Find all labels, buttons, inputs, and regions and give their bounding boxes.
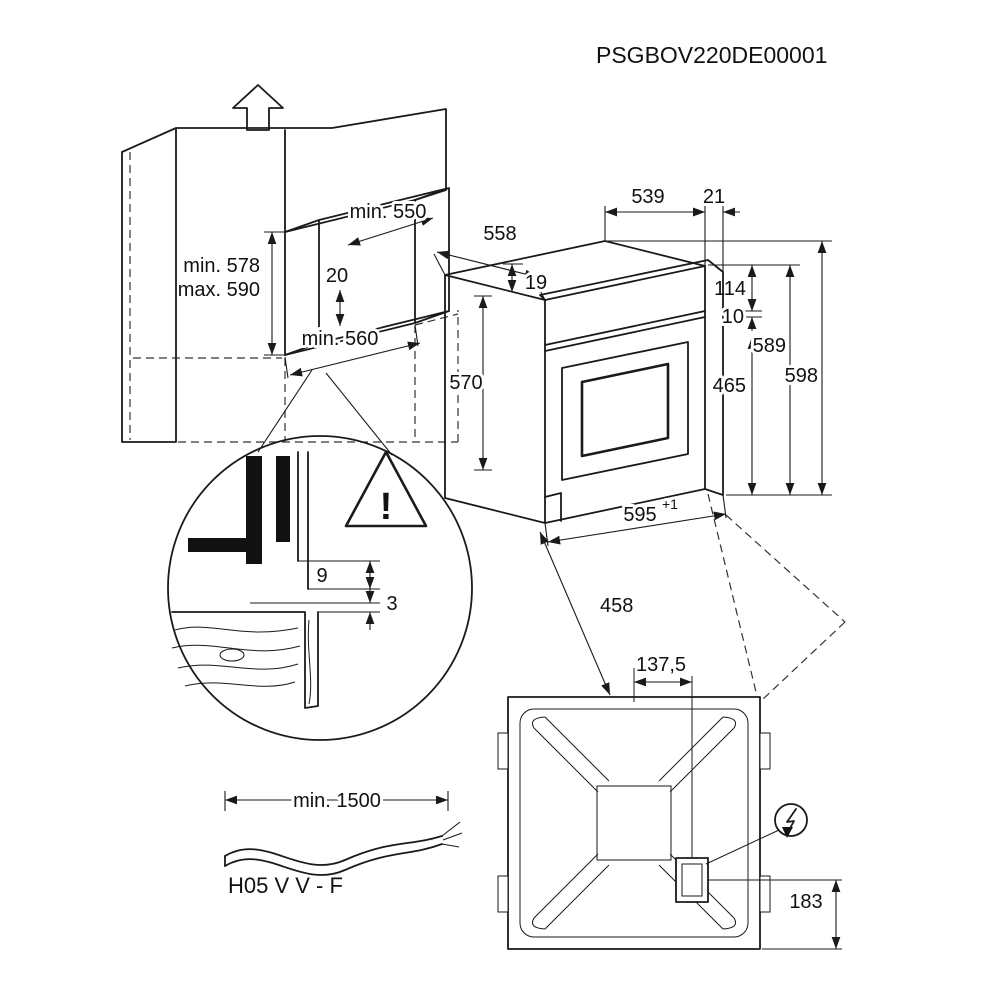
panel-height-dim: 114	[714, 278, 746, 300]
door-height-dim: 465	[713, 375, 746, 397]
front-width-tolerance: +1	[662, 496, 678, 512]
product-code: PSGBOV220DE00001	[596, 42, 827, 68]
detail-callout-lines	[257, 369, 393, 456]
rear-gap-dim: 20	[326, 265, 348, 287]
oven-dimensions: 539 21 558 19 570 114 10 465 589 598	[433, 186, 832, 696]
rear-view-figure: 137,5 183	[497, 651, 842, 950]
oven-door	[561, 341, 689, 481]
carcass-height-dim: 570	[449, 372, 482, 394]
front-offset-dim: 21	[703, 186, 725, 208]
lightning-bolt-icon	[786, 808, 797, 833]
cable-wire-ends	[441, 821, 463, 848]
detail-dimensions: 9 3	[250, 560, 401, 630]
rear-panel-emboss-pattern	[531, 716, 737, 930]
electrical-connection-icon	[705, 803, 808, 865]
height-front-dim: 589	[753, 335, 786, 357]
cabinet-dimensions: min. 550 20 min. 578 max. 590 min. 560	[178, 198, 434, 379]
top-depth-dim: 539	[631, 186, 664, 208]
warning-exclamation: !	[380, 486, 393, 528]
hidden-edges	[129, 152, 459, 443]
gap-horizontal-dim: 3	[386, 593, 397, 615]
panel-cross-section	[188, 451, 309, 590]
detail-circle	[167, 435, 473, 741]
niche-height-min-dim: min. 578	[183, 255, 260, 277]
height-total-dim: 598	[785, 365, 818, 387]
cable-drawing	[224, 821, 463, 876]
niche-width-dim: min. 560	[302, 328, 379, 350]
body-depth-dim: 558	[483, 223, 516, 245]
oven-figure: 539 21 558 19 570 114 10 465 589 598	[433, 186, 846, 701]
wood-shelf-section	[171, 611, 319, 709]
niche-depth-dim: min. 550	[350, 201, 427, 223]
mains-connection-box	[675, 676, 709, 903]
control-panel	[544, 310, 706, 352]
plinth-step	[544, 492, 562, 522]
oven-front-face	[544, 265, 706, 524]
oven-niche	[284, 187, 450, 356]
rear-panel-inner	[519, 708, 749, 938]
connection-offset-dim: 137,5	[636, 654, 686, 676]
panel-gap-dim: 10	[722, 306, 744, 328]
cable-length-dim: min. 1500	[293, 790, 381, 812]
cable-type-label: H05 V V - F	[228, 873, 343, 898]
frame-lip-dim: 19	[525, 272, 547, 294]
projection-lines	[707, 493, 846, 701]
detail-circle-figure: ! 9 3	[167, 435, 473, 741]
warning-triangle-icon: !	[344, 450, 428, 528]
airflow-up-arrow-icon	[232, 84, 284, 131]
cabinet-figure: min. 550 20 min. 578 max. 590 min. 560	[121, 84, 459, 456]
rear-panel-outer	[507, 696, 761, 950]
door-window	[580, 362, 670, 458]
front-width-dim: 595	[623, 504, 656, 526]
connection-height-dim: 183	[789, 891, 822, 913]
niche-height-max-dim: max. 590	[178, 279, 260, 301]
gap-vertical-dim: 9	[316, 565, 327, 587]
install-depth-dim: 458	[600, 595, 633, 617]
power-cable-figure: min. 1500 H05 V V - F	[224, 787, 463, 898]
